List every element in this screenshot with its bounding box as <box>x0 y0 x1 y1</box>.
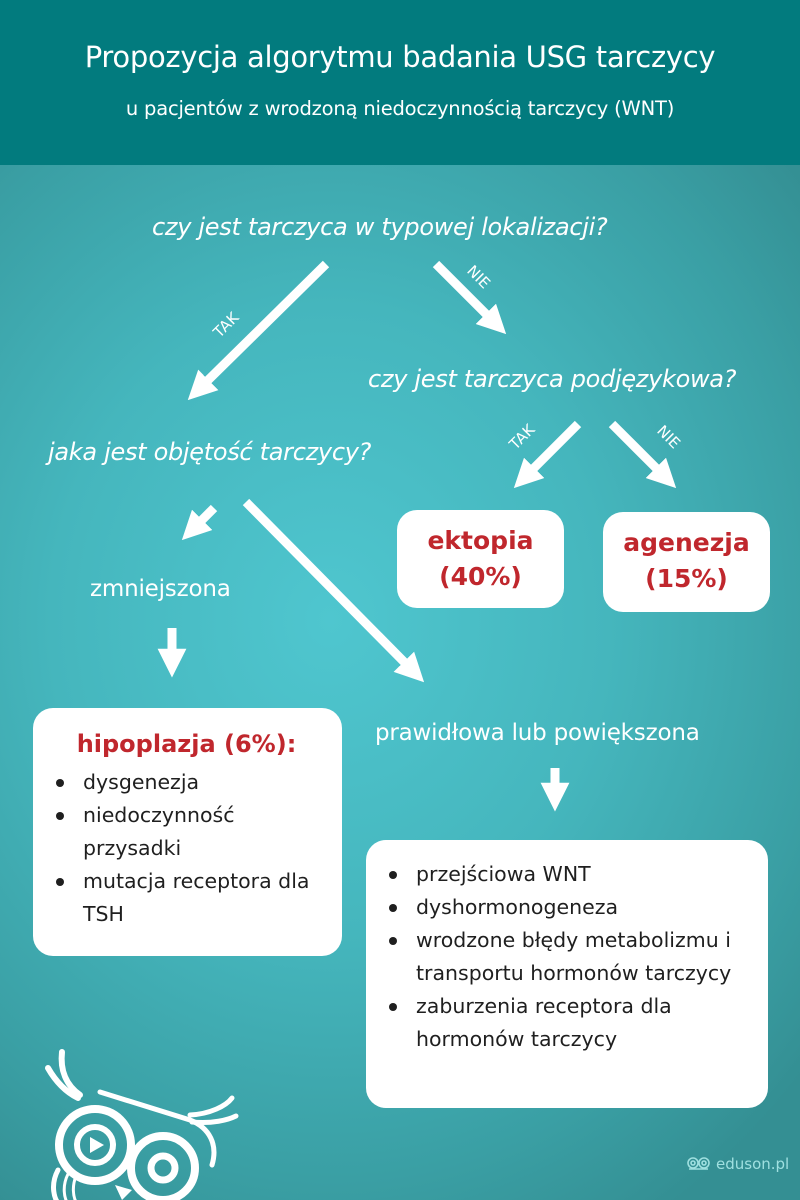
question-typical-location: czy jest tarczyca w typowej lokalizacji? <box>152 213 608 241</box>
normal-causes-list: przejściowa WNT dyshormonogeneza wrodzon… <box>374 858 758 1056</box>
list-item: przejściowa WNT <box>374 858 758 891</box>
outcome-ectopia-pct: (40%) <box>439 562 522 591</box>
page-title: Propozycja algorytmu badania USG tarczyc… <box>84 40 716 74</box>
hypoplasia-causes-list: dysgenezja niedoczynność przysadki mutac… <box>41 766 332 931</box>
list-item: dyshormonogeneza <box>374 891 758 924</box>
arrow-yes-sublingual <box>513 420 582 489</box>
outcome-ectopia-name: ektopia <box>427 526 534 555</box>
header-banner: Propozycja algorytmu badania USG tarczyc… <box>0 0 800 165</box>
list-item: wrodzone błędy metabolizmu i transportu … <box>374 924 758 990</box>
brand-watermark: eduson.pl <box>686 1155 789 1173</box>
arrow-normal <box>242 498 425 683</box>
arrow-no-sublingual <box>608 420 677 489</box>
owl-logo-icon <box>45 1049 239 1200</box>
list-item: dysgenezja <box>41 766 332 799</box>
outcome-agenesis-name: agenezja <box>623 528 750 557</box>
outcome-agenesis-card: agenezja (15%) <box>603 512 770 612</box>
arrow-yes-location <box>187 260 330 401</box>
arrow-no-location <box>432 260 507 335</box>
owl-small-icon <box>687 1157 710 1170</box>
brand-name: eduson.pl <box>716 1155 790 1173</box>
arrow-reduced <box>181 504 218 541</box>
outcome-normal-causes-card: przejściowa WNT dyshormonogeneza wrodzon… <box>366 840 768 1108</box>
question-sublingual: czy jest tarczyca podjęzykowa? <box>368 365 737 393</box>
list-item: zaburzenia receptora dla hormonów tarczy… <box>374 990 758 1056</box>
label-reduced: zmniejszona <box>90 576 231 602</box>
outcome-hypoplasia-card: hipoplazja (6%): dysgenezja niedoczynnoś… <box>33 708 342 956</box>
question-volume: jaka jest objętość tarczycy? <box>48 438 372 466</box>
outcome-hypoplasia-title: hipoplazja (6%): <box>76 730 297 758</box>
list-item: niedoczynność przysadki <box>41 799 332 865</box>
outcome-ectopia-card: ektopia (40%) <box>397 510 564 608</box>
label-normal-or-enlarged: prawidłowa lub powiększona <box>375 720 700 746</box>
outcome-agenesis-pct: (15%) <box>645 564 728 593</box>
page-subtitle: u pacjentów z wrodzoną niedoczynnością t… <box>125 97 675 120</box>
list-item: mutacja receptora dla TSH <box>41 865 332 931</box>
